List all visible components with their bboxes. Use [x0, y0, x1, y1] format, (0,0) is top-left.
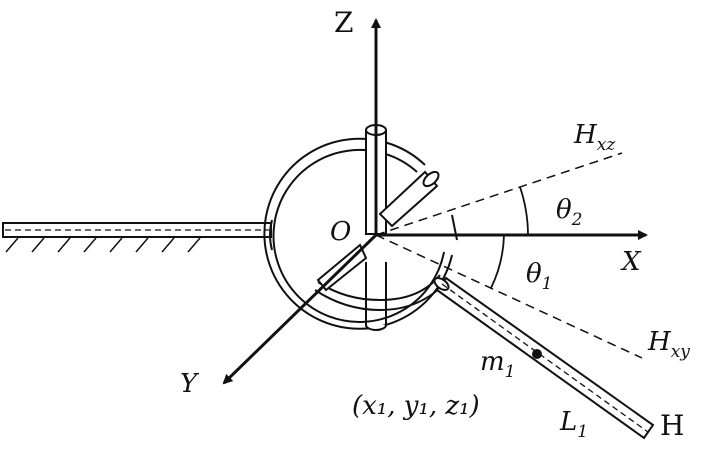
- theta1-arc: [490, 234, 505, 289]
- xy-projection-line: [375, 234, 643, 359]
- mass-label: m1: [480, 347, 515, 382]
- theta1-label: θ1: [526, 259, 552, 294]
- z-axis-label: Z: [334, 6, 353, 39]
- mass-point: [532, 349, 542, 359]
- x-axis-label: X: [620, 247, 642, 277]
- upper-arm: [378, 170, 440, 228]
- mass-coordinates: (x₁, y₁, z₁): [352, 391, 480, 421]
- origin-label: O: [330, 217, 351, 247]
- ground-hatching: [5, 237, 201, 253]
- length-label: L1: [559, 407, 588, 442]
- plane-xy-label: Hxy: [647, 327, 690, 362]
- joint-housing: [263, 137, 458, 330]
- ground-rod: [2, 222, 272, 238]
- y-axis: [222, 233, 378, 385]
- y-axis-label: Y: [180, 369, 200, 399]
- theta2-arc: [519, 186, 529, 236]
- endpoint-label: H: [660, 409, 684, 442]
- xz-projection-line: [375, 152, 623, 236]
- theta2-label: θ2: [556, 195, 582, 230]
- link-rod: [433, 276, 655, 440]
- plane-xz-label: Hxz: [573, 120, 616, 155]
